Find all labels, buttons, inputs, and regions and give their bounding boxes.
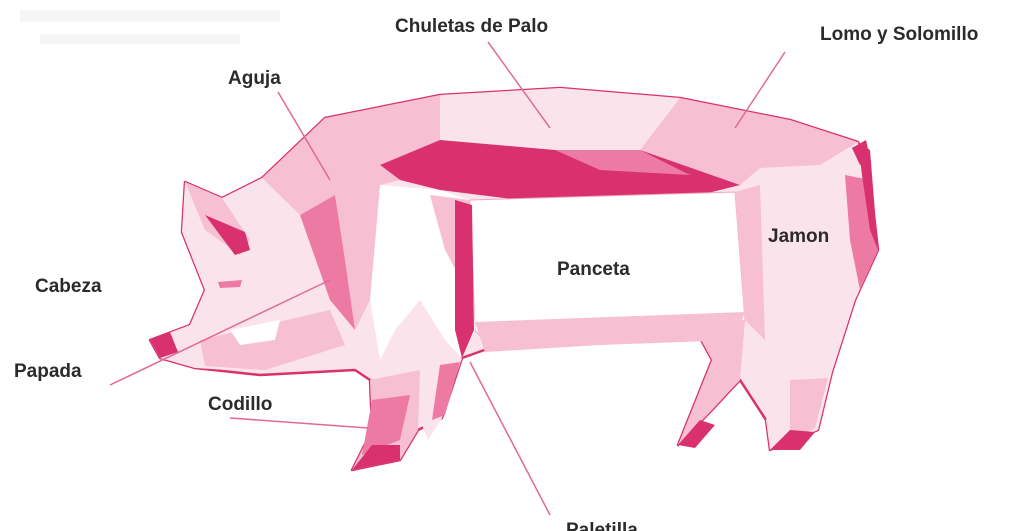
label-jamon: Jamon <box>768 226 829 247</box>
shade-shoulder-dark <box>455 200 474 358</box>
cut-chuletas <box>440 88 680 150</box>
label-aguja: Aguja <box>228 68 281 89</box>
label-chuletas-de-palo: Chuletas de Palo <box>395 16 548 37</box>
label-paletilla: Paletilla <box>566 520 638 531</box>
leader-codillo <box>230 418 368 428</box>
label-cabeza: Cabeza <box>35 276 102 297</box>
label-codillo: Codillo <box>208 394 272 415</box>
label-lomo-y-solomillo: Lomo y Solomillo <box>820 24 978 45</box>
label-panceta: Panceta <box>557 259 630 280</box>
label-papada: Papada <box>14 361 82 382</box>
faded-background-text <box>20 10 280 44</box>
leader-paletilla <box>470 362 550 515</box>
